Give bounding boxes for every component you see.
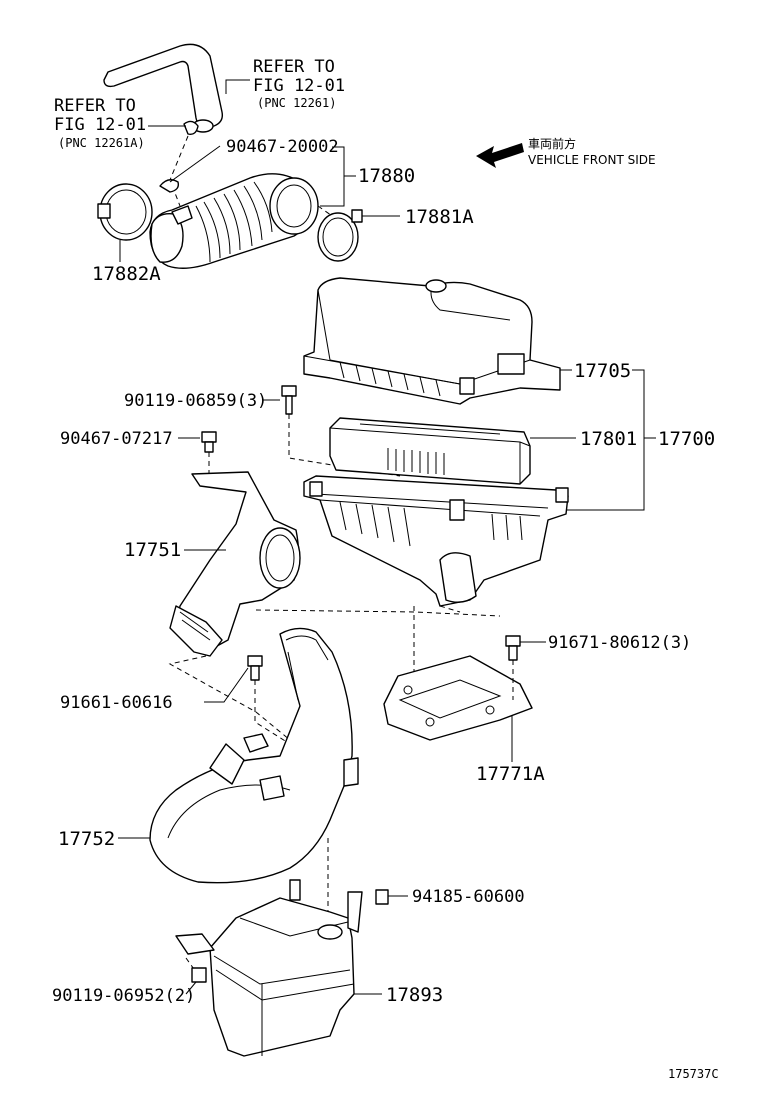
ref-left-line1: REFER TO <box>54 96 136 116</box>
label-90467-20002: 90467-20002 <box>226 137 339 157</box>
label-90467-07217: 90467-07217 <box>60 429 173 449</box>
label-17801: 17801 <box>580 428 637 450</box>
air-filter-element-drawing: 17801 <box>329 417 637 485</box>
inlet-connection-dash <box>255 609 501 617</box>
nut-94185-60600-drawing: 94185-60600 <box>375 887 525 907</box>
intake-hose-drawing <box>149 135 339 269</box>
label-94185-60600: 94185-60600 <box>412 887 525 907</box>
label-91671-80612: 91671-80612(3) <box>548 633 691 653</box>
clamp-17882A-drawing: 17882A <box>92 183 161 285</box>
label-17882A: 17882A <box>92 263 161 285</box>
label-17880: 17880 <box>358 165 415 187</box>
bolt-90119-06952-drawing: 90119-06952(2) <box>52 957 207 1006</box>
ref-left-line2: FIG 12-01 <box>54 115 146 135</box>
inlet-to-duct-dash <box>168 655 291 741</box>
label-group-90467-20002: 90467-20002 <box>169 137 339 183</box>
label-17700: 17700 <box>658 428 715 450</box>
label-17705: 17705 <box>574 360 631 382</box>
ref-left-line3: (PNC 12261A) <box>58 136 145 150</box>
label-17752: 17752 <box>58 828 115 850</box>
reference-note-top-right: REFER TO FIG 12-01 (PNC 12261) <box>225 57 345 110</box>
front-note-english: VEHICLE FRONT SIDE <box>528 153 656 167</box>
resonator-17893-drawing: 17893 <box>175 879 443 1057</box>
bolt-91671-80612-drawing: 91671-80612(3) <box>505 633 691 700</box>
label-90119-06859: 90119-06859(3) <box>124 391 267 411</box>
vehicle-front-note: 車両前方 VEHICLE FRONT SIDE <box>476 136 656 168</box>
hose-clip-drawing <box>183 120 199 136</box>
label-17751: 17751 <box>124 539 181 561</box>
air-cleaner-case-drawing <box>303 475 569 613</box>
air-cleaner-cap-drawing <box>303 277 561 405</box>
ref-right-line2: FIG 12-01 <box>253 76 345 96</box>
label-group-17880: 17880 <box>320 146 415 207</box>
bolt-90467-07217-drawing: 90467-07217 <box>60 429 217 474</box>
air-duct-17752-drawing: 17752 <box>58 627 359 884</box>
bolt-91661-60616-drawing: 91661-60616 <box>60 655 291 745</box>
front-arrow-icon <box>476 143 524 168</box>
breather-hose-drawing <box>103 43 224 133</box>
label-17893: 17893 <box>386 984 443 1006</box>
label-17881A: 17881A <box>405 206 474 228</box>
clamp-17881A-drawing: 17881A <box>317 206 474 262</box>
ref-right-line1: REFER TO <box>253 57 335 77</box>
label-91661-60616: 91661-60616 <box>60 693 173 713</box>
reference-note-top-left: REFER TO FIG 12-01 (PNC 12261A) <box>54 96 186 150</box>
label-17771A: 17771A <box>476 763 545 785</box>
label-90119-06952: 90119-06952(2) <box>52 986 195 1006</box>
label-group-17705: 17705 17700 <box>560 360 715 511</box>
bracket-17771A-drawing: 17771A <box>383 655 545 785</box>
ref-right-line3: (PNC 12261) <box>257 96 336 110</box>
air-inlet-17751-drawing: 17751 <box>124 471 301 657</box>
figure-id: 175737C <box>668 1067 719 1081</box>
front-note-japanese: 車両前方 <box>528 136 576 151</box>
